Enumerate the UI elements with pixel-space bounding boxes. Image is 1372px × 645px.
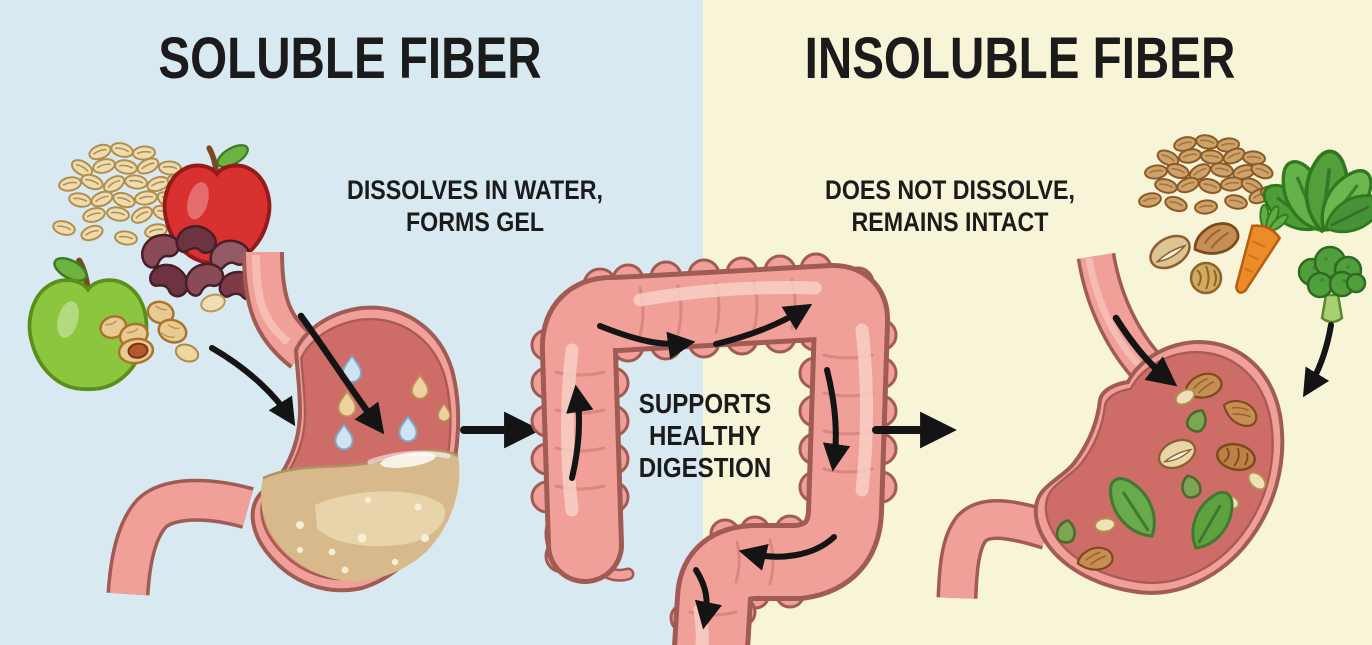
- duodenum-right: [936, 499, 1055, 599]
- digestion-label: SUPPORTS HEALTHY DIGESTION: [638, 388, 772, 483]
- colon-flow-arrows: [566, 303, 851, 630]
- walnut-icon: [1189, 261, 1223, 295]
- carrot-icon: [1234, 203, 1289, 294]
- duodenum: [106, 478, 254, 596]
- peanuts-icon: [96, 297, 200, 365]
- intact-fiber-contents: [1054, 369, 1270, 574]
- soluble-fiber-title: SOLUBLE FIBER: [158, 26, 542, 91]
- swallow-arrow: [297, 312, 385, 435]
- broccoli-icon: [1297, 245, 1367, 324]
- green-apple-icon: [27, 256, 149, 392]
- soluble-description: DISSOLVES IN WATER, FORMS GEL: [347, 175, 603, 238]
- large-intestine-icon: [530, 252, 898, 645]
- soluble-foods-group: [27, 139, 272, 392]
- insoluble-description: DOES NOT DISSOLVE, REMAINS INTACT: [825, 175, 1075, 238]
- kidney-beans-icon: [135, 221, 264, 313]
- soluble-stomach-icon: [106, 251, 461, 596]
- red-apple-icon: [162, 144, 272, 266]
- food-intake-arrow-right: [1302, 322, 1334, 398]
- insoluble-foods-group: [1136, 132, 1372, 324]
- insoluble-fiber-title: INSOLUBLE FIBER: [804, 26, 1236, 91]
- gel-fill: [261, 449, 460, 582]
- colon-highlights: [561, 281, 873, 645]
- colon-body: [544, 268, 885, 645]
- esophagus: [242, 251, 317, 369]
- swallow-arrow-right: [1112, 314, 1178, 387]
- food-intake-arrow: [209, 345, 296, 427]
